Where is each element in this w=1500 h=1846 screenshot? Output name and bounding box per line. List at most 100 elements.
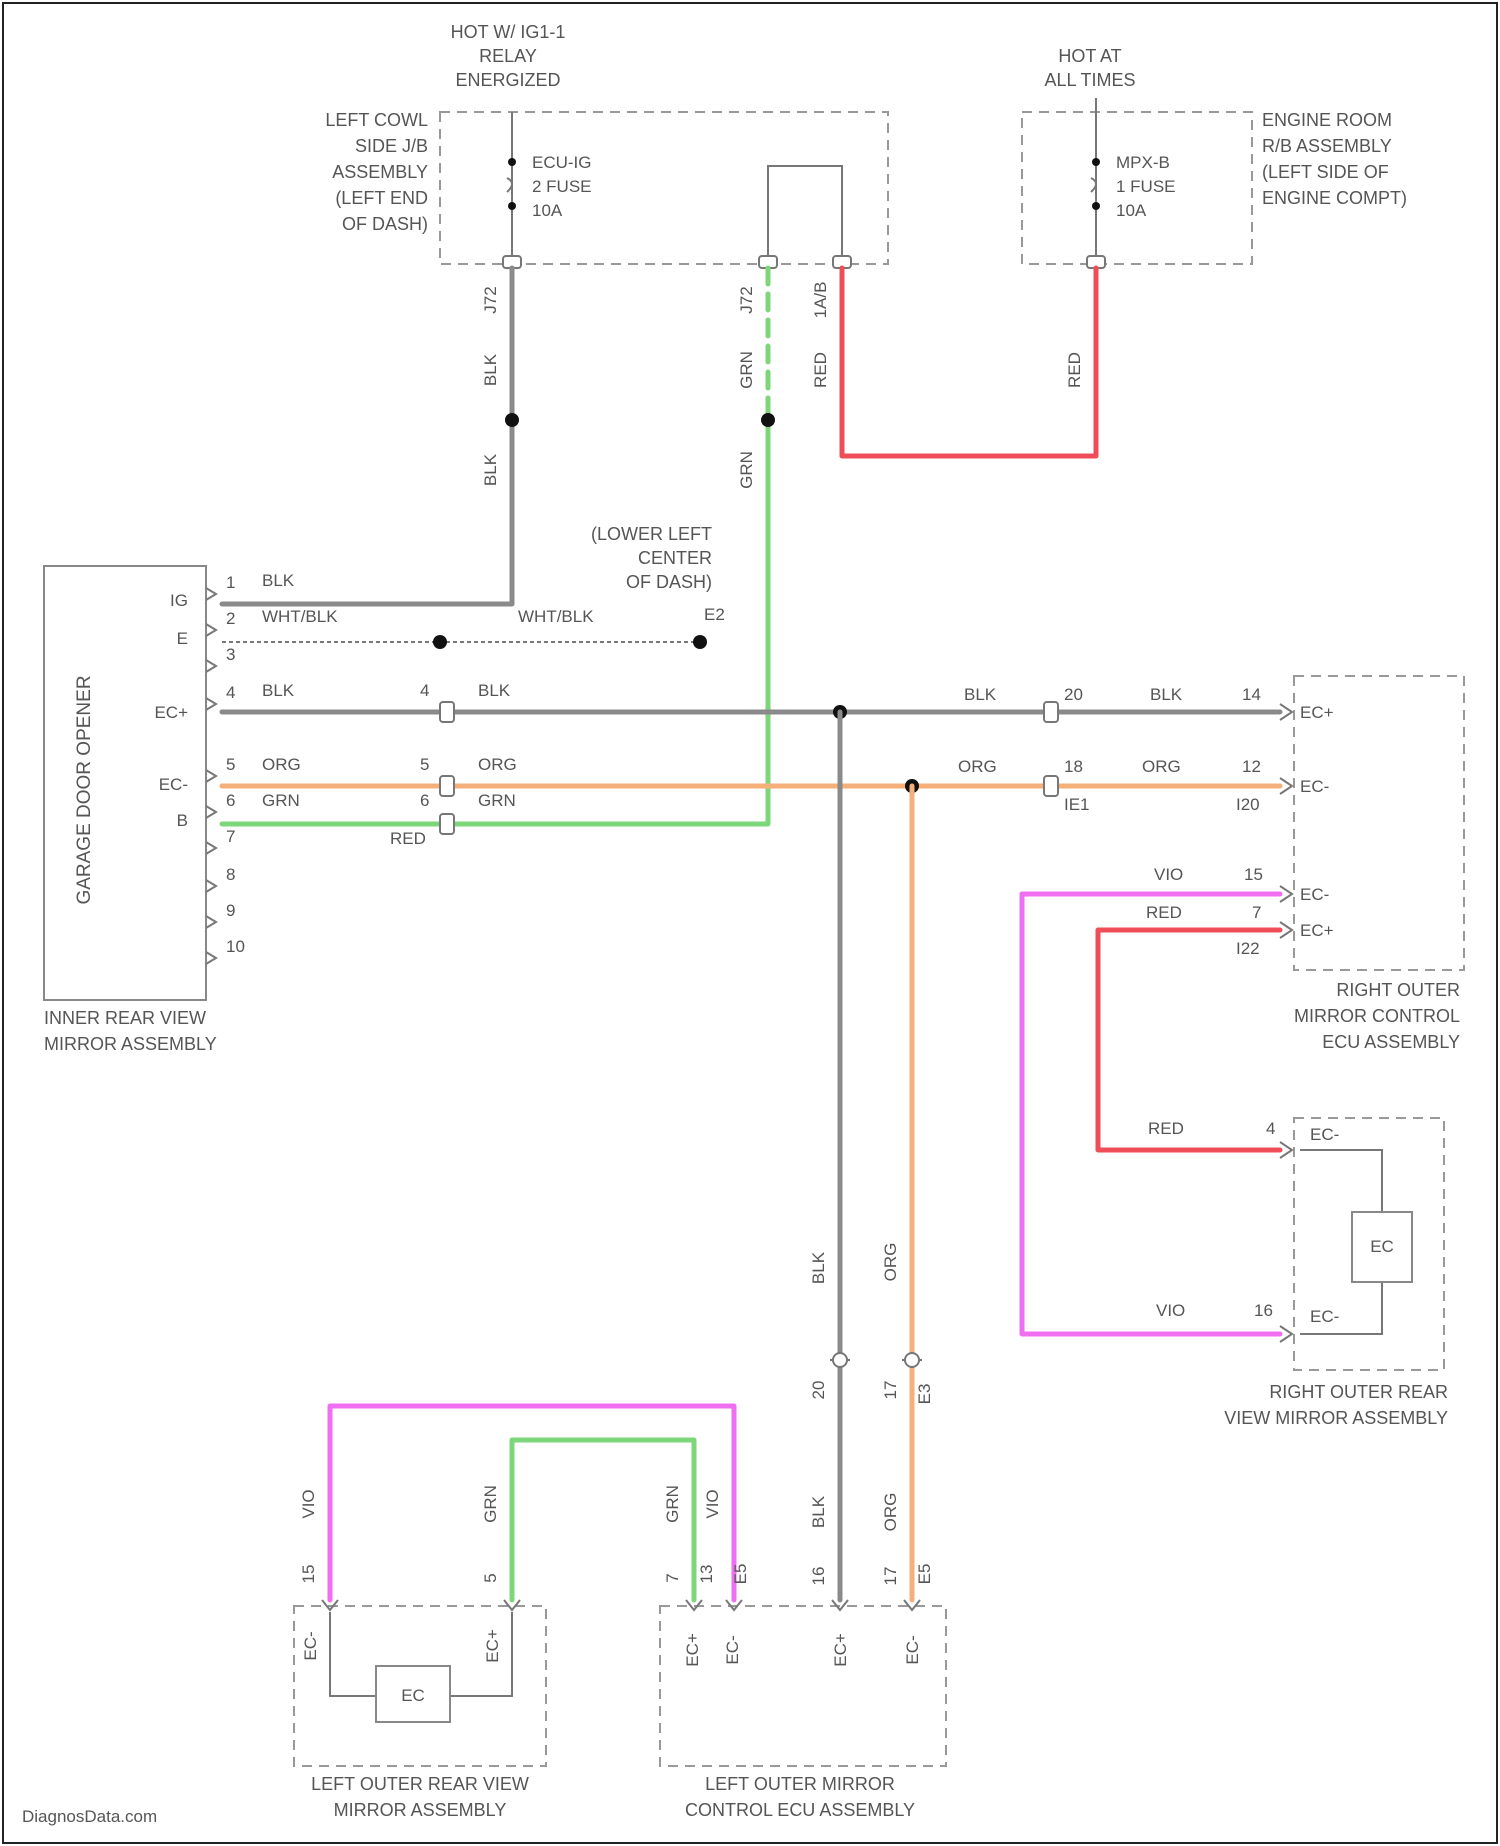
svg-text:2 FUSE: 2 FUSE (532, 177, 592, 196)
svg-text:ECU ASSEMBLY: ECU ASSEMBLY (1322, 1032, 1460, 1052)
svg-text:CONTROL ECU ASSEMBLY: CONTROL ECU ASSEMBLY (685, 1800, 915, 1820)
right-mirror-connector (1280, 1142, 1292, 1342)
ec-label: EC (401, 1686, 425, 1705)
pin-label: 17 (881, 1567, 900, 1586)
svg-text:6: 6 (226, 791, 235, 810)
pin-label: IE1 (1064, 795, 1090, 814)
svg-text:ASSEMBLY: ASSEMBLY (332, 162, 428, 182)
pin-label: 12 (1242, 757, 1261, 776)
svg-text:RIGHT OUTER REAR: RIGHT OUTER REAR (1269, 1382, 1448, 1402)
svg-text:LEFT OUTER MIRROR: LEFT OUTER MIRROR (705, 1774, 895, 1794)
inner-mirror-connector (206, 588, 216, 964)
svg-text:RELAY: RELAY (479, 46, 537, 66)
pin-label: 18 (1064, 757, 1083, 776)
connector (905, 1353, 919, 1367)
svg-text:VIEW MIRROR ASSEMBLY: VIEW MIRROR ASSEMBLY (1224, 1408, 1448, 1428)
pin-label: 5 (481, 1573, 500, 1582)
pin-label: EC+ (831, 1633, 850, 1667)
wire-label: ORG (478, 755, 517, 774)
svg-text:ENGINE ROOM: ENGINE ROOM (1262, 110, 1392, 130)
pin-label: EC- (1300, 885, 1329, 904)
svg-text:RIGHT OUTER: RIGHT OUTER (1336, 980, 1460, 1000)
wire-label: VIO (1154, 865, 1183, 884)
pin-label: EC- (1310, 1307, 1339, 1326)
svg-text:ENERGIZED: ENERGIZED (455, 70, 560, 90)
left-cowl-jb-label: LEFT COWL SIDE J/B ASSEMBLY (LEFT END OF… (325, 110, 428, 234)
pin-label: E5 (915, 1564, 934, 1585)
svg-text:4: 4 (226, 683, 235, 702)
svg-text:SIDE J/B: SIDE J/B (355, 136, 428, 156)
wire-label: WHT/BLK (518, 607, 594, 626)
pin-label: 15 (1244, 865, 1263, 884)
svg-text:MIRROR CONTROL: MIRROR CONTROL (1294, 1006, 1460, 1026)
wire-label: GRN (737, 451, 756, 489)
wire-label: J72 (481, 286, 500, 313)
diagram-frame (3, 3, 1497, 1843)
wire-label: VIO (703, 1489, 722, 1518)
svg-text:HOT W/ IG1-1: HOT W/ IG1-1 (451, 22, 566, 42)
svg-text:10A: 10A (1116, 201, 1147, 220)
wire-label: ORG (262, 755, 301, 774)
wire-label: RED (1148, 1119, 1184, 1138)
svg-text:MIRROR ASSEMBLY: MIRROR ASSEMBLY (334, 1800, 507, 1820)
splice-dot (433, 635, 447, 649)
wire-label: J72 (737, 286, 756, 313)
wire-label: RED (390, 829, 426, 848)
pin-label: EC- (1300, 777, 1329, 796)
pin-label: 4 (1266, 1119, 1275, 1138)
wire-label: BLK (262, 681, 295, 700)
pin-label: E5 (731, 1564, 750, 1585)
wire-label: RED (1146, 903, 1182, 922)
right-mirror-label: RIGHT OUTER REAR VIEW MIRROR ASSEMBLY (1224, 1382, 1448, 1428)
pin-label: EC+ (683, 1633, 702, 1667)
svg-text:EC-: EC- (159, 775, 188, 794)
pin-label: 6 (420, 791, 429, 810)
svg-text:ENGINE COMPT): ENGINE COMPT) (1262, 188, 1407, 208)
pin-label: 13 (697, 1565, 716, 1584)
pin-label: I22 (1236, 939, 1260, 958)
splice-dot (505, 413, 519, 427)
fuse-terminal (1092, 202, 1100, 210)
ecu-ig-fuse-label: ECU-IG 2 FUSE 10A (532, 153, 592, 220)
svg-text:IG: IG (170, 591, 188, 610)
wire-label: ORG (1142, 757, 1181, 776)
fuse-terminal (508, 158, 516, 166)
wire-label: GRN (481, 1485, 500, 1523)
svg-text:8: 8 (226, 865, 235, 884)
right-ecu-label: RIGHT OUTER MIRROR CONTROL ECU ASSEMBLY (1294, 980, 1460, 1052)
ground-label: E2 (704, 605, 725, 624)
svg-text:2: 2 (226, 609, 235, 628)
garage-door-opener-label: GARAGE DOOR OPENER (74, 675, 95, 904)
svg-text:10: 10 (226, 937, 245, 956)
wire-label: ORG (881, 1243, 900, 1282)
wire-label: GRN (737, 351, 756, 389)
wire-label: GRN (478, 791, 516, 810)
jb-jumper (768, 166, 842, 262)
pin-label: EC- (301, 1631, 320, 1660)
pin-label: 7 (1252, 903, 1261, 922)
connector (1044, 702, 1058, 722)
svg-text:10A: 10A (532, 201, 563, 220)
svg-text:(LEFT END: (LEFT END (335, 188, 428, 208)
connector (833, 1353, 847, 1367)
pin-label: 15 (299, 1565, 318, 1584)
svg-text:OF DASH): OF DASH) (342, 214, 428, 234)
inner-mirror-pin-numbers: 1 2 3 4 5 6 7 8 9 10 (226, 573, 245, 956)
svg-text:MPX-B: MPX-B (1116, 153, 1170, 172)
wire-label: RED (1065, 352, 1084, 388)
ground-point (693, 635, 707, 649)
pin-label: 17 (881, 1381, 900, 1400)
svg-text:LEFT COWL: LEFT COWL (325, 110, 428, 130)
svg-text:INNER REAR VIEW: INNER REAR VIEW (44, 1008, 206, 1028)
svg-text:(LEFT SIDE OF: (LEFT SIDE OF (1262, 162, 1389, 182)
wire-label: BLK (478, 681, 511, 700)
wire-label: BLK (481, 453, 500, 486)
pin-label: 5 (420, 755, 429, 774)
wire-label: BLK (964, 685, 997, 704)
hot-relay-label: HOT W/ IG1-1 RELAY ENERGIZED (451, 22, 566, 90)
wire-red-top (842, 268, 1096, 456)
pin-label: 14 (1242, 685, 1261, 704)
pin-label: 16 (809, 1567, 828, 1586)
svg-text:B: B (177, 811, 188, 830)
